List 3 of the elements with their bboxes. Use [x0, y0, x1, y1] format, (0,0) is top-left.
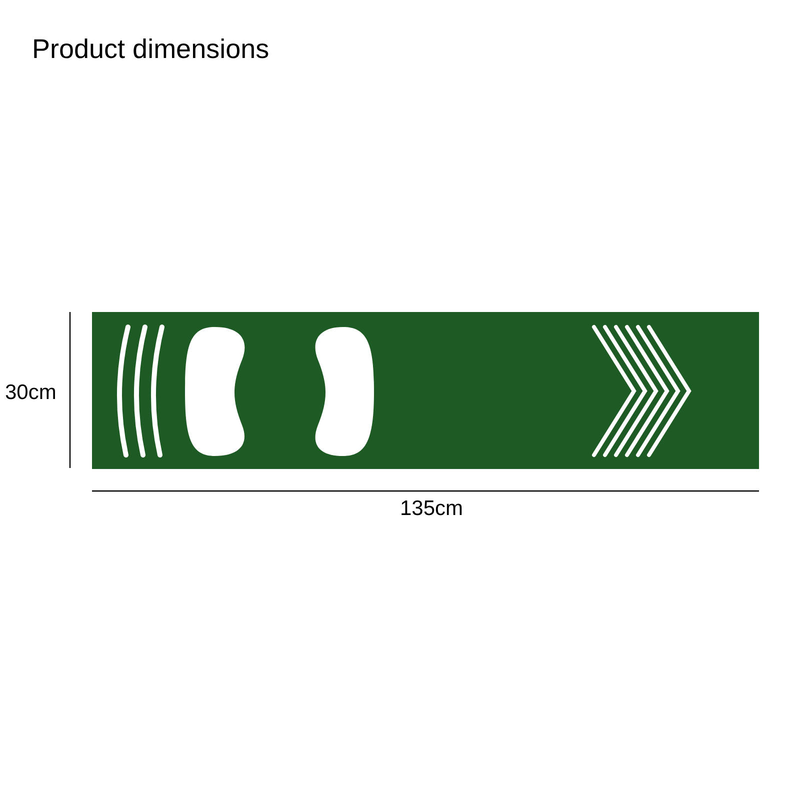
title: Product dimensions	[32, 34, 270, 65]
dimension-label: 135cm	[400, 497, 464, 521]
dimension-label: 30cm	[5, 381, 56, 405]
